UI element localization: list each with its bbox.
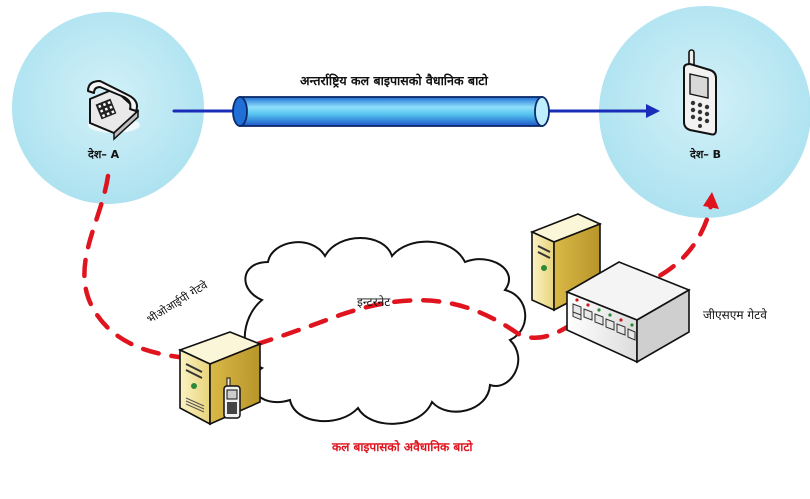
- gsm-gateway-switch-icon: [565, 261, 691, 364]
- gsm-gateway-server-icon: [529, 213, 603, 312]
- illegal-route-label: कल बाइपासको अवैधानिक बाटो: [332, 440, 473, 454]
- landline-telephone-icon: [87, 80, 140, 141]
- legal-route-label: अन्तर्राष्ट्रिय कल बाइपासको वैधानिक बाटो: [300, 73, 488, 88]
- legal-route-arrowhead: [646, 104, 660, 118]
- internet-label: इन्टरनेट: [357, 295, 391, 309]
- legal-route: [172, 96, 660, 127]
- internet-cloud-icon: [243, 237, 527, 425]
- voip-gateway-server-icon: [177, 331, 263, 426]
- pipe-icon: [232, 96, 550, 127]
- mobile-phone-icon: [683, 49, 717, 136]
- voip-mobile-icon: [223, 377, 241, 419]
- gsm-gateway-label: जीएसएम गेटवे: [703, 308, 767, 322]
- country-a-label: देश– A: [88, 148, 120, 161]
- illegal-route-arrowhead: [703, 192, 719, 209]
- country-b-label: देश– B: [690, 148, 722, 161]
- switch-ports: [572, 298, 636, 341]
